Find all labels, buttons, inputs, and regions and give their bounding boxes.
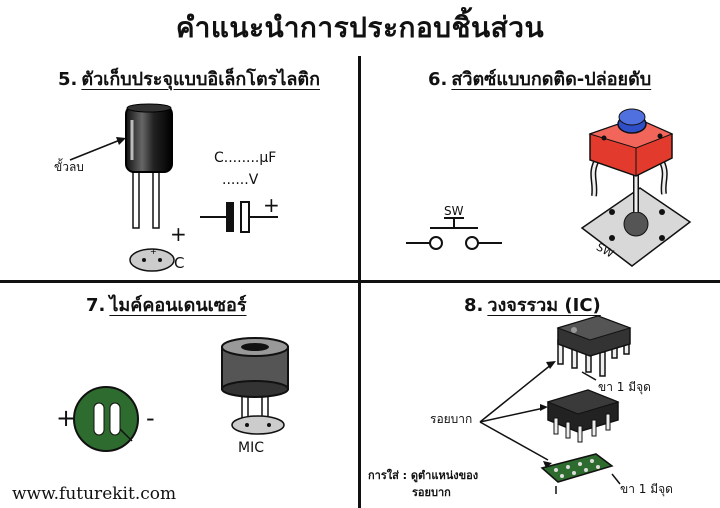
switch-number: 6. (428, 69, 448, 90)
microphone-heading-text: ไมค์คอนเดนเซอร์ (109, 295, 247, 316)
ic-heading: 8.วงจรรวม (IC) (464, 290, 601, 319)
capacitor-number: 5. (58, 69, 78, 90)
ic-number: 8. (464, 295, 484, 316)
microphone-number: 7. (86, 295, 106, 316)
footer-url: www.futurekit.com (12, 484, 177, 504)
microphone-plus-label: + (56, 404, 77, 432)
horizontal-divider (0, 280, 720, 283)
page-title: คำแนะนำการประกอบชิ้นส่วน (175, 11, 545, 44)
svg-text:+: + (150, 247, 157, 256)
capacitor-negative-label: ขั้วลบ (54, 160, 84, 174)
ic-install-instruction-2: รอยบาก (412, 486, 451, 499)
capacitor-heading-text: ตัวเก็บประจุแบบอิเล็กโตรไลติก (81, 69, 320, 90)
ic-install-instruction: การใส่ : ดูตำแหน่งของ (368, 469, 479, 482)
microphone-label: MIC (238, 440, 264, 456)
switch-heading: 6.สวิตซ์แบบกดติด-ปล่อยดับ (428, 64, 651, 93)
capacitor-leg-plus: + (170, 222, 187, 246)
capacitor-heading: 5.ตัวเก็บประจุแบบอิเล็กโตรไลติก (58, 64, 320, 93)
switch-heading-text: สวิตซ์แบบกดติด-ปล่อยดับ (451, 69, 652, 90)
capacitor-symbol-plus: + (263, 193, 280, 217)
microphone-minus-label: - (146, 404, 155, 432)
ic-heading-text: วงจรรวม (IC) (487, 295, 601, 316)
microphone-heading: 7.ไมค์คอนเดนเซอร์ (86, 290, 246, 319)
switch-illustration (406, 108, 692, 267)
capacitor-pad-label: C (174, 254, 185, 272)
ic-pin1-top-label: ขา 1 มีจุด (598, 380, 651, 394)
capacitor-illustration: + (69, 103, 278, 272)
microphone-illustration (73, 337, 289, 452)
switch-symbol-label: SW (444, 204, 464, 218)
capacitor-value-label: C........μF (214, 150, 277, 166)
ic-notch-label: รอยบาก (430, 412, 473, 426)
ic-illustration (479, 315, 632, 494)
ic-pin1-bottom-label: ขา 1 มีจุด (620, 482, 673, 496)
capacitor-voltage-label: ......V (222, 172, 259, 188)
